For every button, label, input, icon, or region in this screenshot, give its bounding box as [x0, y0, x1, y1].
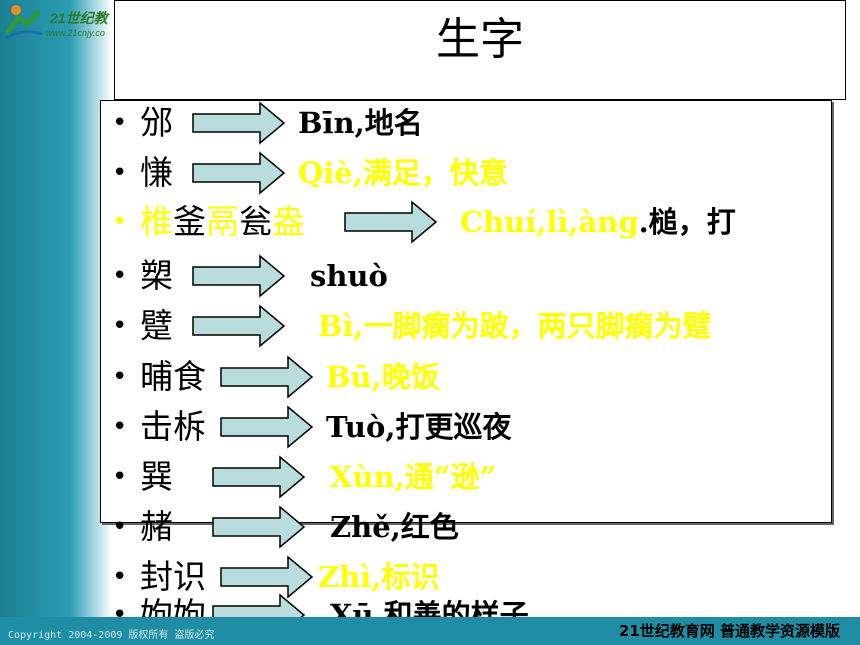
slide-title: 生字: [436, 14, 524, 65]
chinese-character: 槊: [140, 254, 173, 298]
site-logo: 21世纪教 www.21cnjy.co: [2, 2, 120, 46]
copyright-text: Copyright 2004-2009 版权所有 盗版必究: [8, 630, 215, 641]
pinyin-note: Zhě,红色: [330, 505, 459, 549]
character-part: 晡食: [140, 357, 206, 396]
right-arrow-icon: [192, 101, 286, 145]
list-bullet: •: [112, 207, 128, 237]
character-part: 鬲: [206, 202, 239, 241]
list-bullet: •: [112, 158, 128, 188]
character-part: 击柝: [140, 407, 206, 446]
footer-brand: 21世纪教育网 普通教学资源模版: [618, 622, 840, 640]
right-arrow-icon: [192, 151, 286, 195]
note-part: shuò: [310, 259, 388, 293]
character-part: 封识: [140, 557, 206, 596]
note-part: Bì,一脚瘸为跛，两只脚瘸为躄: [318, 309, 712, 343]
right-arrow-icon: [220, 405, 314, 449]
right-arrow-icon: [192, 304, 286, 348]
logo-url: www.21cnjy.co: [46, 28, 105, 38]
note-part: Tuò,打更巡夜: [326, 410, 512, 444]
right-arrow-icon: [192, 254, 286, 298]
logo-text: 21世纪教: [50, 10, 108, 26]
character-part: 槊: [140, 256, 173, 295]
pinyin-note: Chuí,lì,àng.槌，打: [460, 200, 736, 244]
note-part: Qiè,满足，快意: [298, 156, 508, 190]
chinese-character: 慊: [140, 151, 173, 195]
chinese-character: 邠: [140, 101, 173, 145]
list-bullet: •: [112, 412, 128, 442]
pinyin-note: Bīn,地名: [298, 101, 423, 145]
list-bullet: •: [112, 562, 128, 592]
pinyin-note: shuò: [310, 254, 388, 298]
note-part: .槌，打: [638, 205, 736, 239]
character-part: 椎: [140, 202, 173, 241]
right-arrow-icon: [212, 505, 306, 549]
character-part: 躄: [140, 306, 173, 345]
note-part: Chuí,lì,àng: [460, 205, 639, 239]
right-arrow-icon: [344, 200, 438, 244]
pinyin-note: Bì,一脚瘸为跛，两只脚瘸为躄: [318, 304, 712, 348]
pinyin-note: Qiè,满足，快意: [298, 151, 508, 195]
chinese-character: 击柝: [140, 405, 206, 449]
chinese-character: 椎釜鬲瓮盎: [140, 200, 305, 244]
character-part: 釜: [173, 202, 206, 241]
list-bullet: •: [112, 362, 128, 392]
list-bullet: •: [112, 512, 128, 542]
runner-logo-icon: [5, 5, 43, 40]
chinese-character: 躄: [140, 304, 173, 348]
right-arrow-icon: [212, 455, 306, 499]
chinese-character: 赭: [140, 505, 173, 549]
pinyin-note: Bū,晚饭: [326, 355, 440, 399]
character-part: 慊: [140, 153, 173, 192]
character-part: 瓮: [239, 202, 272, 241]
pinyin-note: Tuò,打更巡夜: [326, 405, 511, 449]
chinese-character: 晡食: [140, 355, 206, 399]
footer-bar: [0, 617, 860, 645]
right-arrow-icon: [220, 355, 314, 399]
pinyin-note: Zhì,标识: [318, 555, 439, 599]
right-arrow-icon: [220, 555, 314, 599]
character-part: 邠: [140, 103, 173, 142]
note-part: Bīn,地名: [298, 106, 423, 140]
list-bullet: •: [112, 462, 128, 492]
character-part: 盎: [272, 202, 305, 241]
chinese-character: 封识: [140, 555, 206, 599]
list-bullet: •: [112, 311, 128, 341]
note-part: Zhě,红色: [330, 510, 459, 544]
list-bullet: •: [112, 261, 128, 291]
note-part: Bū,晚饭: [326, 360, 440, 394]
title-box: 生字: [114, 0, 846, 100]
note-part: Xùn,通“逊”: [330, 460, 497, 494]
pinyin-note: Xùn,通“逊”: [330, 455, 496, 499]
list-bullet: •: [112, 108, 128, 138]
note-part: Zhì,标识: [318, 560, 440, 594]
chinese-character: 巽: [140, 455, 173, 499]
character-part: 赭: [140, 507, 173, 546]
character-part: 巽: [140, 457, 173, 496]
